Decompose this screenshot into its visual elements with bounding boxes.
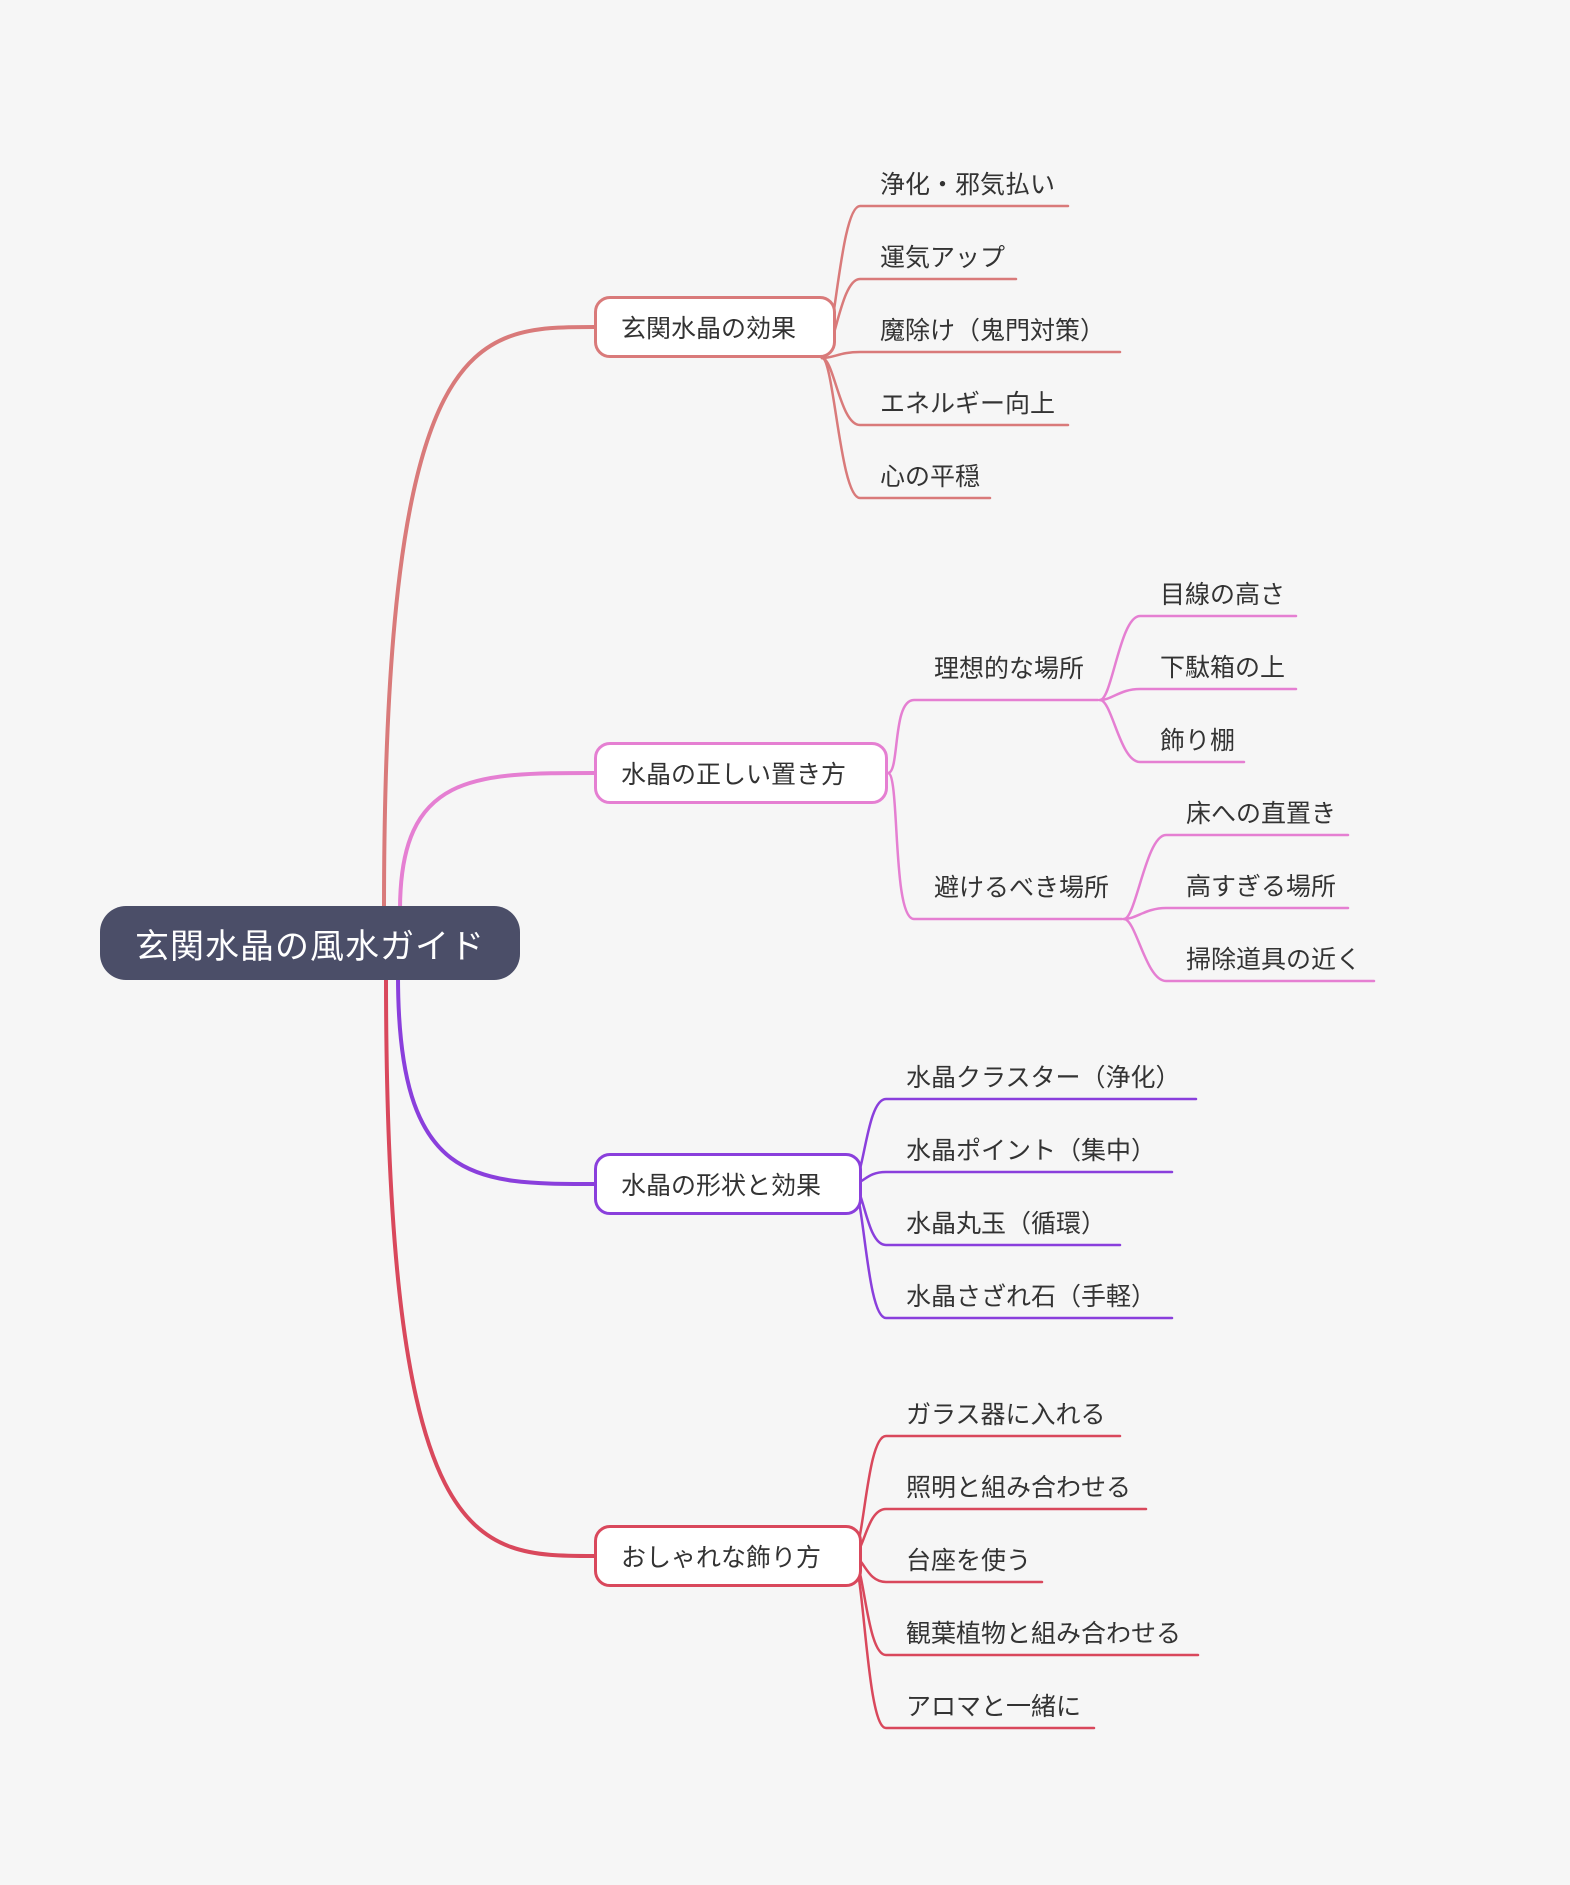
leaf-shoe-cabinet[interactable]: 下駄箱の上	[1160, 653, 1286, 682]
subtopic-energy-up[interactable]: エネルギー向上	[880, 389, 1056, 418]
subtopic-stand[interactable]: 台座を使う	[906, 1546, 1032, 1575]
subtopic-ward-off-evil[interactable]: 魔除け（鬼門対策）	[880, 316, 1106, 345]
subtopic-purification[interactable]: 浄化・邪気払い	[880, 170, 1056, 199]
topic-placement[interactable]: 水晶の正しい置き方	[594, 742, 888, 804]
topic-stylish-display[interactable]: おしゃれな飾り方	[594, 1525, 862, 1587]
leaf-eye-level[interactable]: 目線の高さ	[1160, 580, 1286, 609]
subtopic-luck-up[interactable]: 運気アップ	[880, 243, 1006, 272]
subtopic-sphere[interactable]: 水晶丸玉（循環）	[906, 1209, 1107, 1238]
leaf-floor[interactable]: 床への直置き	[1186, 799, 1337, 828]
leaf-too-high[interactable]: 高すぎる場所	[1186, 872, 1337, 901]
subtopic-glass[interactable]: ガラス器に入れる	[906, 1400, 1106, 1429]
subtopic-plants[interactable]: 観葉植物と組み合わせる	[906, 1619, 1182, 1648]
subtopic-avoid-place[interactable]: 避けるべき場所	[934, 873, 1110, 902]
subtopic-point[interactable]: 水晶ポイント（集中）	[906, 1136, 1157, 1165]
leaf-display-shelf[interactable]: 飾り棚	[1160, 726, 1236, 755]
subtopic-cluster[interactable]: 水晶クラスター（浄化）	[906, 1063, 1181, 1092]
root-topic[interactable]: 玄関水晶の風水ガイド	[100, 906, 520, 980]
subtopic-chips[interactable]: 水晶さざれ石（手軽）	[906, 1282, 1157, 1311]
topic-crystal-effects[interactable]: 玄関水晶の効果	[594, 296, 836, 358]
leaf-cleaning-tools[interactable]: 掃除道具の近く	[1186, 945, 1362, 974]
subtopic-peace-of-mind[interactable]: 心の平穏	[880, 462, 981, 491]
subtopic-ideal-place[interactable]: 理想的な場所	[934, 654, 1085, 683]
topic-shapes[interactable]: 水晶の形状と効果	[594, 1153, 862, 1215]
subtopic-lighting[interactable]: 照明と組み合わせる	[906, 1473, 1132, 1502]
subtopic-aroma[interactable]: アロマと一緒に	[906, 1692, 1082, 1721]
